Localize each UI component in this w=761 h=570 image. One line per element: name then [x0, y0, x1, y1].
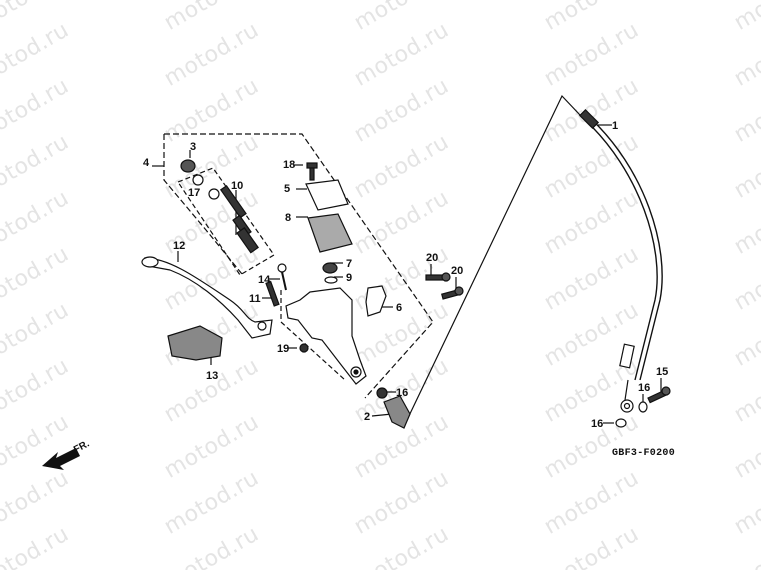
- part-label-washer-9[interactable]: 9: [346, 272, 353, 284]
- part-label-bolt-15[interactable]: 15: [656, 366, 669, 378]
- part-label-pivot-bolt[interactable]: 14: [258, 274, 271, 286]
- front-direction-arrow: [42, 448, 80, 470]
- part-label-sealing-washer-b[interactable]: 16: [638, 382, 651, 394]
- part-label-bolt-20-b[interactable]: 20: [451, 265, 464, 277]
- part-label-clutch-cable[interactable]: 1: [612, 120, 619, 132]
- cable-body: [582, 117, 658, 381]
- part-label-master-cylinder-bolt[interactable]: 11: [249, 293, 261, 305]
- part-label-clutch-lever[interactable]: 12: [173, 240, 186, 252]
- part-label-sealing-washer[interactable]: 16: [396, 387, 409, 399]
- cable-connector-line: [406, 94, 581, 421]
- part-label-reservoir-cap[interactable]: 5: [284, 183, 291, 195]
- part-label-piston-assembly[interactable]: 10: [231, 180, 244, 192]
- part-label-sealing-washer-c[interactable]: 16: [591, 418, 604, 430]
- diagram-code: GBF3-F0200: [612, 448, 676, 459]
- part-label-piston-set[interactable]: 4: [143, 157, 150, 169]
- part-label-float[interactable]: 7: [346, 258, 353, 270]
- part-label-bolt-20-a[interactable]: 20: [426, 252, 439, 264]
- part-label-cap-screw[interactable]: 18: [283, 159, 296, 171]
- part-label-nut-19[interactable]: 19: [277, 343, 290, 355]
- cylinder-subbox: [280, 290, 346, 381]
- part-label-banjo-fitting[interactable]: 2: [364, 411, 371, 423]
- piston-subbox: [177, 167, 275, 276]
- part-label-lever-bracket[interactable]: 13: [206, 370, 219, 382]
- part-label-master-cylinder-holder[interactable]: 6: [396, 302, 403, 314]
- part-label-diaphragm[interactable]: 8: [285, 212, 292, 224]
- part-label-boot[interactable]: 3: [190, 141, 197, 153]
- part-label-circlip[interactable]: 17: [188, 187, 201, 199]
